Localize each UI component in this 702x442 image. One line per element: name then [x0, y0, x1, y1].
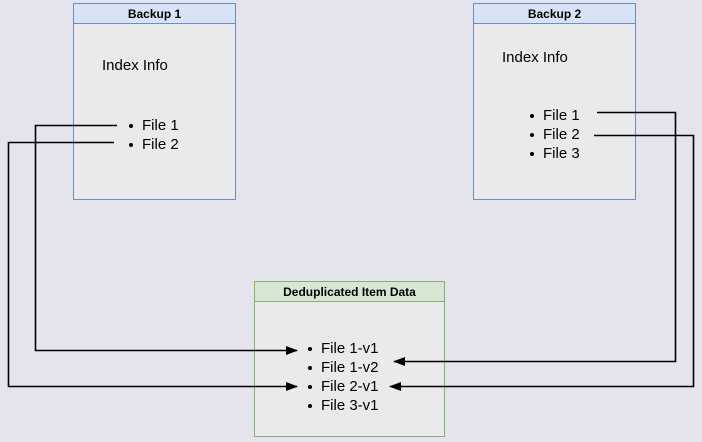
dedup-item: File 1-v1 [308, 340, 379, 357]
backup-1-file-item: File 1 [129, 117, 179, 134]
backup-2-header: Backup 2 [474, 4, 635, 24]
backup-2-file-item: File 1 [530, 107, 580, 124]
backup-1-title: Backup 1 [127, 7, 182, 21]
backup-1-header: Backup 1 [74, 4, 235, 24]
node-deduplicated-item-data: Deduplicated Item Data File 1-v1 File 1-… [254, 281, 445, 437]
dedup-item: File 2-v1 [308, 378, 379, 395]
backup-2-file-item: File 3 [530, 145, 580, 162]
dedup-header: Deduplicated Item Data [255, 282, 444, 302]
node-backup-1: Backup 1 Index Info File 1 File 2 [73, 3, 236, 200]
dedup-item: File 1-v2 [308, 359, 379, 376]
backup-2-file-item: File 2 [530, 126, 580, 143]
dedup-item: File 3-v1 [308, 397, 379, 414]
node-backup-2: Backup 2 Index Info File 1 File 2 File 3 [473, 3, 636, 200]
backup-1-index-info-label: Index Info [102, 57, 168, 74]
backup-1-file-list: File 1 File 2 [129, 116, 179, 154]
backup-2-file-list: File 1 File 2 File 3 [530, 106, 580, 163]
backup-2-title: Backup 2 [527, 7, 582, 21]
backup-1-file-item: File 2 [129, 136, 179, 153]
backup-2-index-info-label: Index Info [502, 49, 568, 66]
dedup-item-list: File 1-v1 File 1-v2 File 2-v1 File 3-v1 [308, 339, 379, 415]
dedup-title: Deduplicated Item Data [283, 285, 416, 299]
